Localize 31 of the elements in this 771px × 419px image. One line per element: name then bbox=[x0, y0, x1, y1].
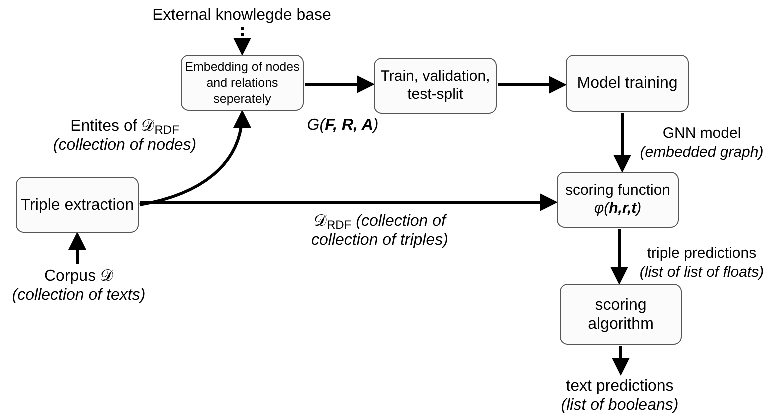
box-label: Train, validation, test-split bbox=[380, 68, 492, 104]
box-label: scoring function bbox=[565, 182, 671, 200]
box-label: Triple extraction bbox=[20, 196, 134, 214]
box-label: Embedding of nodes and relations seperately bbox=[184, 59, 301, 107]
arrow bbox=[68, 232, 86, 264]
box-label: Model training bbox=[577, 74, 678, 93]
arrow bbox=[140, 110, 250, 206]
edge-label: 𝒟$_{RDF}$ (collection of collection of triples) bbox=[310, 212, 450, 250]
arrow bbox=[234, 27, 252, 56]
text-label: (collection of texts) bbox=[12, 286, 146, 305]
arrow bbox=[610, 229, 628, 285]
box-label: φ(h,r,t) bbox=[594, 200, 642, 218]
process-box bbox=[374, 58, 497, 114]
edge-label: G(F, R, A) bbox=[306, 116, 380, 135]
process-box bbox=[566, 55, 689, 112]
arrow bbox=[614, 113, 632, 173]
process-box bbox=[560, 284, 682, 345]
arrow bbox=[305, 76, 375, 94]
text-label: text predictions bbox=[566, 377, 674, 396]
edge-label: Entites of 𝒟$_{RDF}$ (collection of nodes) bbox=[52, 117, 198, 155]
box-label: scoring algorithm bbox=[587, 296, 655, 334]
arrow bbox=[612, 346, 630, 376]
arrow bbox=[498, 76, 567, 94]
edge-label: triple predictions (list of list of floats) bbox=[638, 244, 766, 282]
text-label: External knowlegde base bbox=[150, 4, 334, 26]
process-box bbox=[16, 177, 139, 233]
text-label: Corpus 𝒟 bbox=[44, 267, 114, 286]
edge-label: GNN model (embedded graph) bbox=[639, 124, 765, 162]
process-box bbox=[557, 172, 679, 228]
arrow bbox=[140, 194, 558, 212]
text-label: (list of booleans) bbox=[561, 396, 679, 415]
